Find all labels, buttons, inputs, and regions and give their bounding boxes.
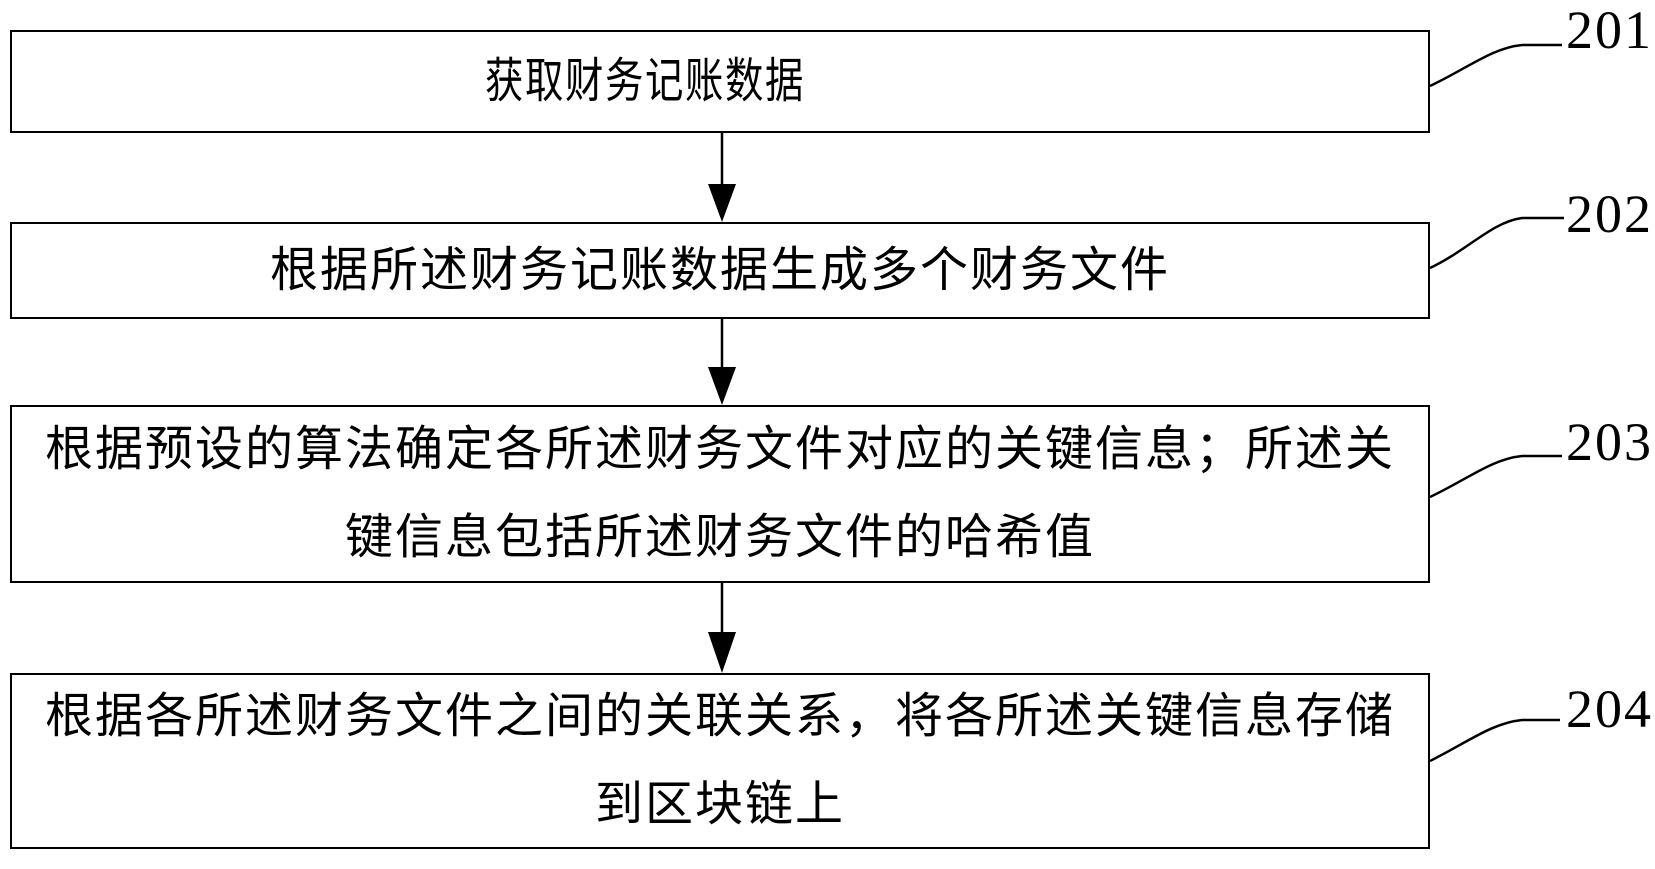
ref-label-204: 204: [1566, 679, 1653, 739]
step-203-text-line-2: 键信息包括所述财务文件的哈希值: [344, 511, 1095, 564]
leader-line-202: [1429, 216, 1564, 270]
step-box-202: 根据所述财务记账数据生成多个财务文件: [10, 222, 1430, 319]
arrowhead-icon: [708, 367, 736, 405]
leader-line-203: [1429, 454, 1562, 499]
ref-label-202: 202: [1566, 184, 1653, 244]
leader-line-201: [1429, 43, 1562, 88]
arrowhead-icon: [708, 184, 736, 222]
flow-arrow-201-202: [708, 133, 736, 222]
flow-arrow-203-204: [708, 583, 736, 673]
step-203-text-line-1: 根据预设的算法确定各所述财务文件对应的关键信息；所述关: [44, 423, 1395, 476]
step-box-203: 根据预设的算法确定各所述财务文件对应的关键信息；所述关 键信息包括所述财务文件的…: [10, 405, 1430, 583]
flow-arrow-202-203: [708, 319, 736, 405]
step-box-204: 根据各所述财务文件之间的关联关系，将各所述关键信息存储 到区块链上: [10, 673, 1430, 849]
step-201-text: 获取财务记账数据: [484, 54, 805, 108]
step-202-text: 根据所述财务记账数据生成多个财务文件: [269, 243, 1170, 297]
step-204-text-line-1: 根据各所述财务文件之间的关联关系，将各所述关键信息存储: [44, 690, 1395, 743]
step-box-201: 获取财务记账数据: [10, 30, 1430, 133]
arrowhead-icon: [708, 632, 736, 673]
leader-line-204: [1429, 718, 1560, 763]
ref-label-203: 203: [1566, 412, 1653, 472]
ref-label-201: 201: [1566, 0, 1653, 60]
step-204-text-line-2: 到区块链上: [594, 778, 845, 831]
